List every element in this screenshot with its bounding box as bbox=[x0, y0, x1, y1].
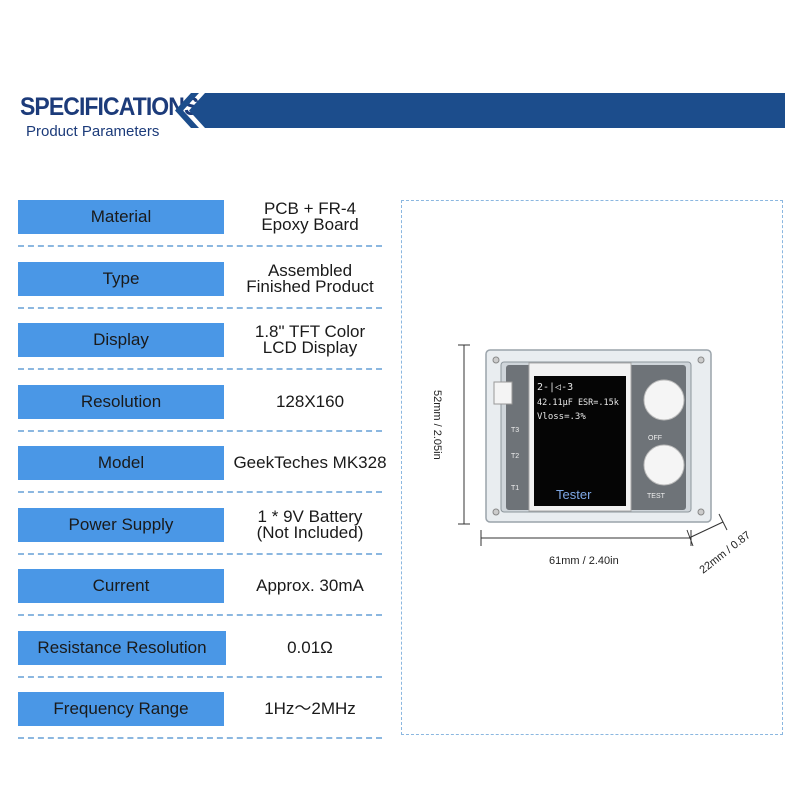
row-divider bbox=[18, 429, 382, 432]
spec-label: Frequency Range bbox=[18, 692, 224, 726]
spec-label: Material bbox=[18, 200, 224, 234]
spec-value-line: 128X160 bbox=[275, 391, 345, 411]
row-divider bbox=[18, 737, 382, 739]
spec-value-line: Approx. 30mA bbox=[256, 576, 364, 595]
header-banner bbox=[175, 93, 785, 128]
spec-value-line: (Not Included) bbox=[256, 522, 364, 542]
screen-label: Tester bbox=[556, 487, 592, 502]
page-subtitle: Product Parameters bbox=[26, 123, 160, 140]
spec-value-line: GeekTeches MK328 bbox=[233, 453, 387, 472]
spec-label: Model bbox=[18, 446, 224, 480]
spec-value: Approx. 30mA bbox=[230, 576, 390, 595]
spec-value: GeekTeches MK328 bbox=[230, 453, 390, 472]
row-divider bbox=[18, 368, 382, 370]
spec-value-line: 1Hz～2MHz bbox=[264, 699, 356, 718]
row-divider bbox=[18, 552, 382, 555]
off-button-label: OFF bbox=[648, 435, 662, 442]
dimension-width: 61mm / 2.40in bbox=[549, 555, 619, 567]
dimension-depth: 22mm / 0.87 bbox=[697, 529, 753, 576]
product-image-frame bbox=[401, 200, 783, 735]
spec-value: 128X160 bbox=[230, 391, 390, 411]
test-button[interactable] bbox=[643, 444, 685, 486]
pin-label-t2: T2 bbox=[511, 453, 519, 460]
row-divider bbox=[18, 306, 382, 309]
spec-value-line: Epoxy Board bbox=[261, 215, 359, 234]
spec-label: Resolution bbox=[18, 384, 224, 419]
spec-value-line: 0.01Ω bbox=[287, 637, 333, 657]
spec-value-line: 1.8" TFT Color bbox=[254, 322, 366, 341]
screen-line-1: 2-|◁-3 bbox=[537, 382, 573, 393]
page-title: SPECIFICATIONS bbox=[20, 93, 199, 121]
spec-label: Current bbox=[18, 569, 224, 603]
pin-label-t3: T3 bbox=[511, 427, 519, 434]
spec-label: Type bbox=[18, 261, 224, 296]
spec-label: Display bbox=[18, 323, 224, 357]
spec-value: 1 * 9V Battery(Not Included) bbox=[230, 506, 390, 542]
product-illustration: 2-|◁-3 42.11μF ESR=.15k Vloss=.3% Tester… bbox=[431, 344, 753, 576]
dimension-height: 52mm / 2.05in bbox=[431, 390, 443, 460]
off-button[interactable] bbox=[643, 379, 685, 421]
spec-value-line: Finished Product bbox=[246, 276, 374, 296]
spec-value: 0.01Ω bbox=[230, 637, 390, 657]
spec-value-line: Assembled bbox=[267, 260, 353, 280]
spec-value-line: PCB + FR-4 bbox=[263, 199, 357, 218]
test-button-label: TEST bbox=[647, 493, 666, 500]
pin-label-t1: T1 bbox=[511, 485, 519, 492]
row-divider bbox=[18, 675, 382, 678]
row-divider bbox=[18, 245, 382, 247]
spec-value-line: 1 * 9V Battery bbox=[257, 506, 363, 526]
spec-value: 1Hz～2MHz bbox=[230, 699, 390, 718]
row-divider bbox=[18, 491, 382, 493]
spec-value-line: LCD Display bbox=[262, 338, 358, 357]
spec-label: Resistance Resolution bbox=[18, 630, 226, 665]
screen-line-2: 42.11μF ESR=.15k bbox=[537, 398, 619, 408]
row-divider bbox=[18, 614, 382, 616]
spec-label: Power Supply bbox=[18, 507, 224, 542]
screen-line-3: Vloss=.3% bbox=[537, 412, 586, 422]
